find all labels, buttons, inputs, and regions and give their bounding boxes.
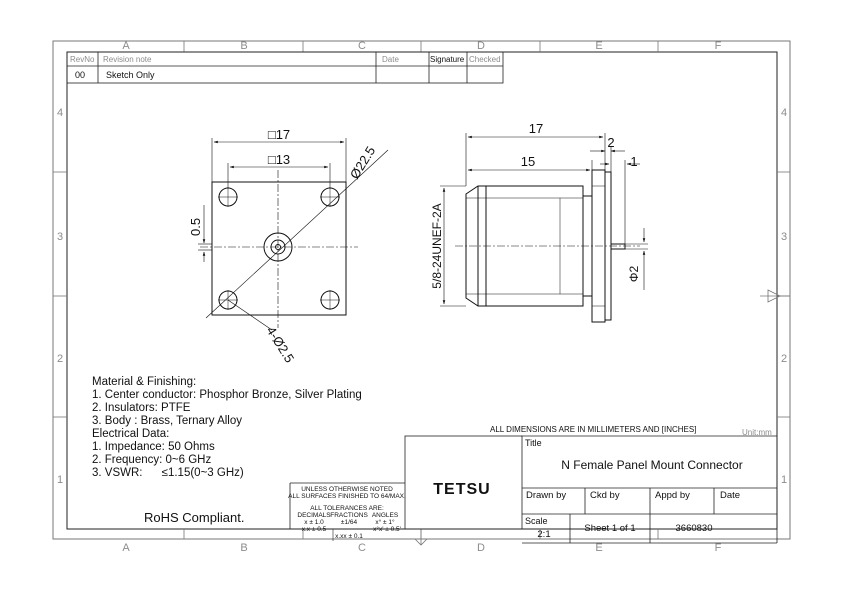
zone-row-4-right: 4 [781,107,787,119]
zone-row-3-left: 3 [57,231,63,243]
unit-label: Unit:mm [742,428,772,437]
drawing-title: N Female Panel Mount Connector [561,458,742,472]
company-logo: TETSU [433,481,490,498]
zone-row-2-left: 2 [57,353,63,365]
tol-header: ALL TOLERANCES ARE: [310,505,384,512]
dims-note: ALL DIMENSIONS ARE IN MILLIMETERS AND [I… [490,425,696,434]
tol-line2: ALL SURFACES FINISHED TO 64/MAX. [288,493,406,500]
tol-ang1: x° ± 1° [375,518,395,526]
zone-col-c-top: C [358,40,366,52]
zone-row-1-left: 1 [57,474,63,486]
side-view [440,133,648,323]
note-line: Material & Finishing: [92,376,196,388]
zone-col-a-bottom: A [122,542,130,554]
outer-frame [52,40,791,540]
tol-fractions: FRACTIONS [330,512,368,519]
revision-table: RevNo Revision note Date Signature Check… [66,51,504,84]
tol-dec2: x.x ± 0.5 [302,526,327,533]
rev-header-checked: Checked [469,55,501,64]
rev-header-signature: Signature [430,55,465,64]
tolerance-block: UNLESS OTHERWISE NOTED ALL SURFACES FINI… [288,486,406,540]
dim-thread: 5/8-24UNEF-2A [430,203,444,288]
dim-outer-square: □17 [268,127,290,142]
center-mark-bottom [414,529,428,546]
zone-col-b-top: B [240,40,247,52]
zone-row-3-right: 3 [781,231,787,243]
tol-ang2: x°x' ± 0.5' [373,525,401,533]
date-label: Date [720,490,740,501]
dim-pin-extension: 1 [630,154,637,169]
dim-body-length: 15 [521,154,535,169]
note-line: 3. VSWR: ≤1.15(0~3 GHz) [92,467,244,479]
zone-col-b-bottom: B [240,542,247,554]
zone-row-1-right: 1 [781,474,787,486]
zone-col-e-top: E [595,40,602,52]
dim-offset: 0.5 [188,218,203,236]
front-view [198,138,389,331]
note-line: 2. Insulators: PTFE [92,402,191,414]
scale-label: Scale [525,516,548,526]
zone-col-a-top: A [122,40,130,52]
dim-inner-square: □13 [268,152,290,167]
rev-header-no: RevNo [70,55,95,64]
drawing-number: 3660830 [676,523,713,534]
zone-row-2-right: 2 [781,353,787,365]
tol-frac: ±1/64 [341,519,358,526]
tol-decimals: DECIMALS [297,512,331,519]
dim-overall-length: 17 [529,121,543,136]
note-line: 2. Frequency: 0~6 GHz [92,454,211,466]
zone-col-c-bottom: C [358,542,366,554]
ckd-by-label: Ckd by [590,490,620,501]
rev-row-note: Sketch Only [106,70,155,80]
note-line: 1. Center conductor: Phosphor Bronze, Si… [92,389,362,401]
zone-row-4-left: 4 [57,107,63,119]
dim-flange-dia: Ø22.5 [347,144,378,182]
title-block [289,435,778,544]
dim-holes: 4-Ø2.5 [263,324,297,366]
title-label: Title [525,438,542,448]
rev-header-note: Revision note [103,55,152,64]
dim-pin-dia: Φ2 [627,266,641,283]
zone-col-e-bottom: E [595,542,602,554]
dim-flange-thickness: 2 [607,135,614,150]
note-line: 1. Impedance: 50 Ohms [92,441,215,453]
rohs-label: RoHS Compliant. [144,510,244,525]
tol-line1: UNLESS OTHERWISE NOTED [301,486,393,493]
drawn-by-label: Drawn by [526,490,566,501]
appd-by-label: Appd by [655,490,690,501]
tol-dec1: x ± 1.0 [304,519,324,526]
scale-value: 2:1 [537,529,550,540]
note-line: 3. Body : Brass, Ternary Alloy [92,415,242,427]
tol-angles: ANGLES [372,512,399,519]
zone-col-f-top: F [715,40,722,52]
note-line: Electrical Data: [92,428,169,440]
rev-row-no: 00 [75,70,85,80]
zone-col-d-bottom: D [477,542,485,554]
zone-col-d-top: D [477,40,485,52]
notes: Material & Finishing: 1. Center conducto… [92,376,362,479]
tol-dec3: x.xx ± 0.1 [335,533,363,540]
rev-header-date: Date [382,55,399,64]
zone-col-f-bottom: F [715,542,722,554]
sheet-number: Sheet 1 of 1 [584,523,635,534]
